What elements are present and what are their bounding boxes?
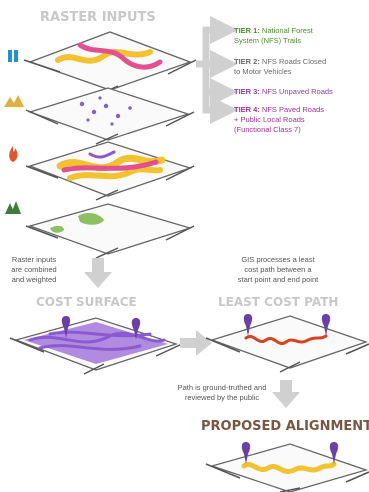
svg-text:start point and end point: start point and end point: [238, 275, 319, 284]
mountains-icon: [4, 95, 24, 107]
raster-layer-fire: [25, 141, 195, 201]
proposed-alignment-layer: [205, 442, 369, 492]
svg-text:(Functional Class 7): (Functional Class 7): [234, 125, 301, 134]
ground-truthed-note: Path is ground-truthed and reviewed by t…: [178, 383, 267, 402]
right-arrow-surface: [180, 330, 212, 356]
tier-1: TIER 1: National Forest System (NFS) Tra…: [234, 26, 314, 45]
raster-layer-trails: [23, 31, 197, 95]
svg-text:Path is ground-truthed and: Path is ground-truthed and: [178, 383, 267, 392]
svg-text:TIER 3: NFS Unpaved Roads: TIER 3: NFS Unpaved Roads: [234, 87, 333, 96]
svg-text:System (NFS) Trails: System (NFS) Trails: [234, 36, 301, 45]
tier-bracket-arrows: [196, 16, 238, 124]
down-arrow-proposed: [272, 380, 300, 408]
tier-4: TIER 4: NFS Paved Roads + Public Local R…: [234, 105, 324, 134]
svg-text:to Motor Vehicles: to Motor Vehicles: [234, 67, 292, 76]
proposed-alignment-title: PROPOSED ALIGNMENT: [201, 419, 369, 434]
svg-text:TIER 2: NFS Roads Closed: TIER 2: NFS Roads Closed: [234, 57, 326, 66]
svg-text:and weighted: and weighted: [12, 275, 57, 284]
trail-blaze-icon: [8, 50, 18, 62]
svg-text:cost path between a: cost path between a: [244, 265, 312, 274]
svg-text:reviewed by the public: reviewed by the public: [185, 393, 259, 402]
svg-text:are combined: are combined: [11, 265, 56, 274]
least-cost-path-title: LEAST COST PATH: [218, 295, 338, 309]
tier-2: TIER 2: NFS Roads Closed to Motor Vehicl…: [234, 57, 326, 76]
down-arrow-rasters: [84, 258, 112, 288]
fire-icon: [9, 146, 18, 162]
svg-text:TIER 1: National Forest: TIER 1: National Forest: [234, 26, 314, 35]
svg-text:GIS processes a least: GIS processes a least: [241, 255, 315, 264]
svg-text:+ Public Local Roads: + Public Local Roads: [234, 115, 305, 124]
tier-3: TIER 3: NFS Unpaved Roads: [234, 87, 333, 96]
raster-layer-mountains: [25, 87, 195, 145]
forest-icon: [5, 201, 21, 214]
raster-inputs-title: RASTER INPUTS: [40, 10, 156, 25]
svg-text:Raster inputs: Raster inputs: [12, 255, 56, 264]
raster-layer-forest: [25, 203, 195, 259]
cost-surface-title: COST SURFACE: [36, 295, 137, 309]
combined-note: Raster inputs are combined and weighted: [11, 255, 56, 284]
gis-note: GIS processes a least cost path between …: [238, 255, 319, 284]
svg-text:TIER 4: NFS Paved Roads: TIER 4: NFS Paved Roads: [234, 105, 324, 114]
least-cost-path-layer: [205, 314, 369, 373]
cost-surface-layer: [9, 316, 183, 375]
